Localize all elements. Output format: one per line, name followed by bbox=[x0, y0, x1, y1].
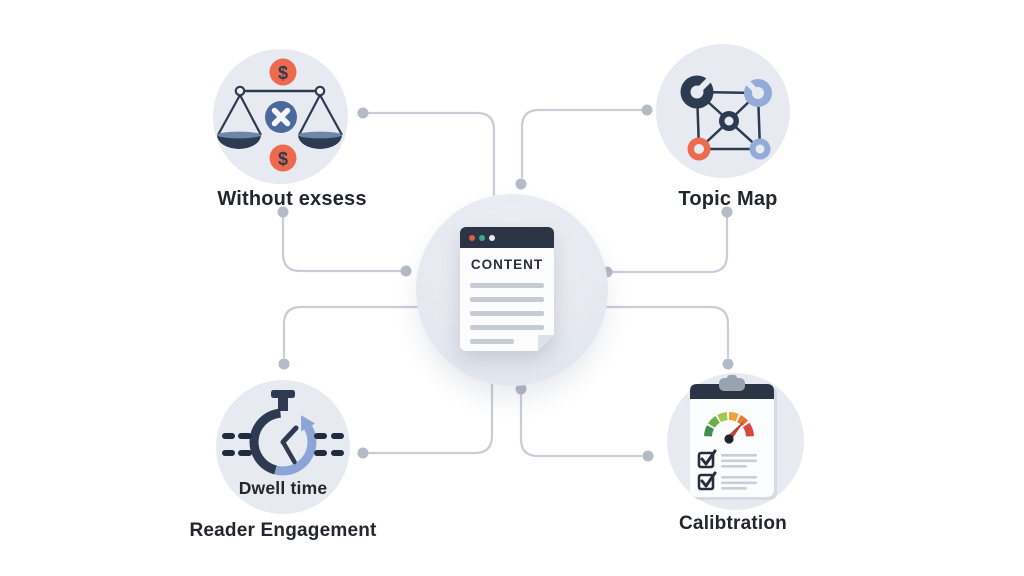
node-label-without-excess: Without exsess bbox=[217, 188, 367, 210]
network-graph-icon bbox=[680, 73, 772, 161]
dollar-icon bbox=[269, 144, 296, 171]
checkmark-icon bbox=[700, 449, 717, 466]
node-label-topic-map: Topic Map bbox=[678, 188, 778, 210]
svg-text:$: $ bbox=[277, 149, 287, 169]
node-label-calibration: Calibtration bbox=[679, 513, 787, 534]
dollar-icon bbox=[269, 58, 296, 85]
text-lines bbox=[721, 476, 757, 490]
edge-topright-to-center-top bbox=[520, 108, 647, 178]
edge-topleft-to-center-left bbox=[281, 212, 401, 273]
checkmark-icon bbox=[700, 471, 717, 488]
page-fold-corner bbox=[538, 335, 554, 351]
node-label-dwell-time: Dwell time bbox=[238, 478, 328, 498]
text-line bbox=[470, 297, 544, 302]
edge-topleft-to-center-top bbox=[363, 111, 496, 196]
arrow-head-icon bbox=[301, 415, 316, 432]
edge-center-to-bottomright-bottom bbox=[519, 389, 642, 458]
edge-center-to-topright-right bbox=[607, 217, 729, 274]
scale-pan-left bbox=[216, 134, 261, 149]
stopwatch-icon bbox=[222, 390, 344, 476]
edge-center-to-bottomright-right bbox=[604, 305, 730, 358]
gauge-hub bbox=[724, 434, 734, 444]
window-dot-white-icon bbox=[489, 234, 495, 241]
node-circle: $ $ bbox=[213, 49, 348, 184]
balance-scale-icon: $ $ bbox=[216, 58, 343, 171]
text-line bbox=[470, 311, 544, 316]
text-line bbox=[470, 283, 544, 288]
window-dot-teal-icon bbox=[479, 234, 485, 241]
svg-text:$: $ bbox=[277, 63, 287, 83]
gauge-icon bbox=[704, 412, 754, 437]
text-line bbox=[470, 339, 514, 344]
motion-dashes bbox=[222, 433, 344, 456]
content-title: CONTENT bbox=[470, 257, 544, 272]
text-line bbox=[470, 325, 544, 330]
browser-document-icon: CONTENT bbox=[460, 227, 554, 351]
node-circle bbox=[656, 44, 790, 178]
node-label-reader-engagement: Reader Engagement bbox=[189, 520, 377, 541]
window-dot-red-icon bbox=[469, 234, 475, 241]
clipboard-header bbox=[690, 384, 774, 399]
text-lines bbox=[721, 454, 757, 468]
scale-pan-right bbox=[297, 134, 342, 149]
edge-center-to-bottomleft-left bbox=[282, 305, 420, 358]
gauge-clipboard-icon bbox=[690, 375, 777, 500]
browser-titlebar bbox=[460, 227, 554, 248]
edge-bottomleft-to-center-bottom bbox=[363, 384, 494, 455]
